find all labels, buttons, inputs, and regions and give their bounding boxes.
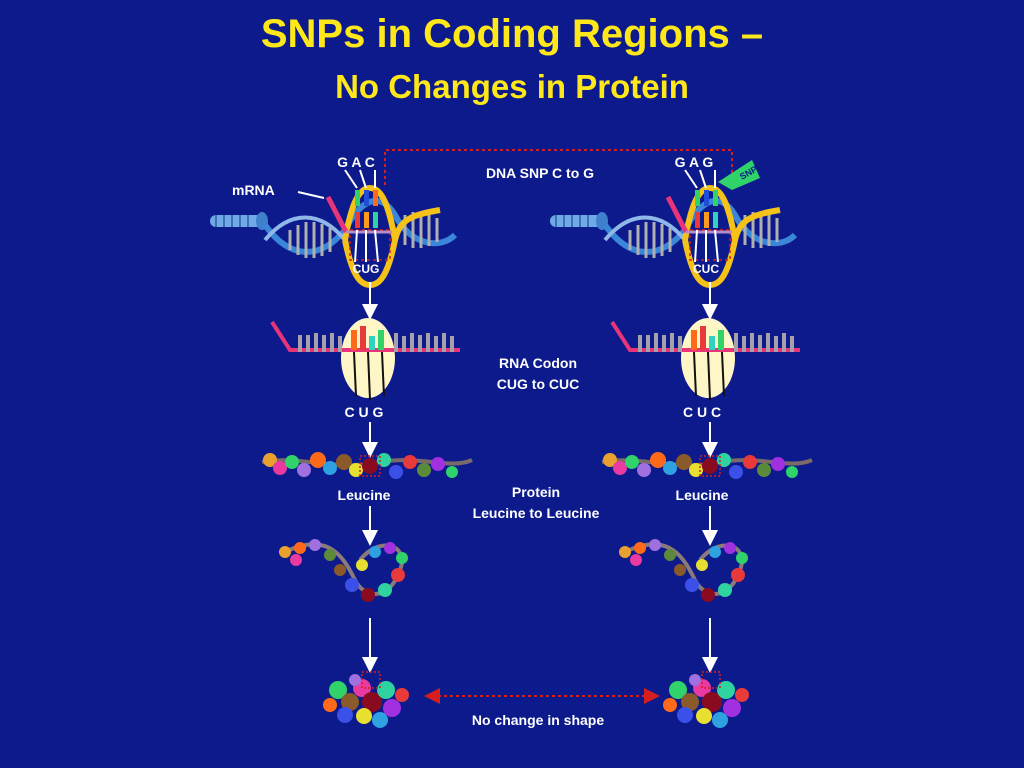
- dna-snp-label: DNA SNP C to G: [485, 165, 595, 181]
- folded-protein-right: [663, 671, 749, 728]
- folding-protein-right: [619, 539, 748, 602]
- right-pathway: [550, 160, 813, 728]
- protein-label-line2: Leucine to Leucine: [472, 505, 600, 521]
- left-pathway: [210, 169, 473, 728]
- mrna-codon-left: CUG: [352, 262, 380, 276]
- rna-codon-label-line1: RNA Codon: [498, 355, 578, 371]
- dna-codon-right: G A G: [674, 154, 714, 170]
- rna-codon-left: C U G: [344, 404, 384, 420]
- protein-label-line1: Protein: [511, 484, 561, 500]
- dna-helix-right: [602, 160, 798, 289]
- histone-spool-right: [550, 212, 608, 230]
- amino-acid-right: Leucine: [675, 487, 729, 503]
- ribosome-right: [610, 318, 800, 401]
- dna-codon-left: G A C: [337, 154, 375, 170]
- rna-codon-label-line2: CUG to CUC: [496, 376, 580, 392]
- page-title: SNPs in Coding Regions –: [260, 12, 764, 56]
- page-subtitle: No Changes in Protein: [335, 68, 689, 105]
- ribosome-left: [270, 318, 460, 401]
- snp-tag: [718, 160, 760, 190]
- histone-spool-left: [210, 212, 268, 230]
- dna-helix-left: [262, 169, 458, 289]
- protein-chain-right: [601, 452, 813, 479]
- mrna-codon-right: CUC: [693, 262, 719, 276]
- rna-codon-right: C U C: [682, 404, 722, 420]
- folding-protein-left: [279, 539, 408, 602]
- mrna-label: mRNA: [232, 182, 275, 198]
- folded-protein-left: [323, 671, 409, 728]
- protein-chain-left: [261, 452, 473, 479]
- no-change-label: No change in shape: [471, 712, 605, 728]
- amino-acid-left: Leucine: [337, 487, 391, 503]
